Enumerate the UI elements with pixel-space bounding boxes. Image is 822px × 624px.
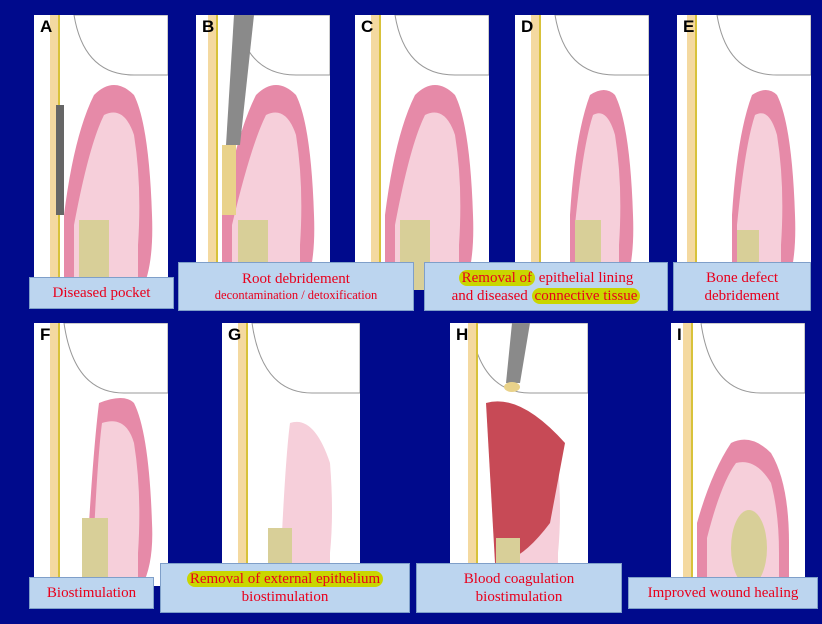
- crown-outline: [701, 323, 805, 393]
- caption-b: Root debridement decontamination / detox…: [178, 262, 414, 311]
- alveolar-bone: [82, 518, 108, 586]
- tooth-root: [50, 323, 58, 586]
- panel-label: C: [361, 17, 373, 37]
- panel-c: C: [355, 15, 489, 290]
- caption-i: Improved wound healing: [628, 577, 818, 609]
- tooth-root: [683, 323, 691, 586]
- crown-outline: [64, 323, 168, 393]
- crown-outline: [395, 15, 489, 75]
- panel-f-illustration: [34, 323, 168, 586]
- crown-outline: [470, 323, 588, 393]
- calculus: [56, 105, 64, 215]
- tooth-root: [238, 323, 246, 586]
- panel-label: H: [456, 325, 468, 345]
- caption-h: Blood coagulation biostimulation: [416, 563, 622, 613]
- caption-d-line1: Removal of epithelial lining: [425, 269, 667, 287]
- caption-a: Diseased pocket: [29, 277, 174, 309]
- crown-outline: [74, 15, 168, 75]
- panel-d-illustration: [515, 15, 649, 290]
- root-surface: [58, 323, 60, 586]
- caption-h-line2: biostimulation: [417, 588, 621, 606]
- caption-i-line1: Improved wound healing: [629, 584, 817, 602]
- tooth-root: [208, 15, 216, 290]
- caption-b-line2: decontamination / detoxification: [179, 288, 413, 303]
- panel-label: D: [521, 17, 533, 37]
- caption-e-line1: Bone defect: [674, 269, 810, 287]
- panel-b: B: [196, 15, 330, 290]
- panel-g: G: [222, 323, 360, 586]
- root-surface: [476, 323, 478, 586]
- root-surface: [691, 323, 693, 586]
- caption-g: Removal of external epithelium biostimul…: [160, 563, 410, 613]
- panel-h-illustration: [450, 323, 588, 586]
- root-surface: [216, 15, 218, 290]
- caption-d-highlight1: Removal of: [459, 270, 535, 286]
- caption-e-line2: debridement: [674, 287, 810, 305]
- panel-h: H: [450, 323, 588, 586]
- laser-tip: [222, 145, 236, 215]
- panel-c-illustration: [355, 15, 489, 290]
- panel-a-illustration: [34, 15, 168, 290]
- caption-f: Biostimulation: [29, 577, 154, 609]
- root-surface: [695, 15, 697, 290]
- caption-e: Bone defect debridement: [673, 262, 811, 311]
- tooth-root: [687, 15, 695, 290]
- panel-i-illustration: [671, 323, 805, 586]
- caption-h-line1: Blood coagulation: [417, 570, 621, 588]
- caption-d-text1: epithelial lining: [535, 270, 633, 286]
- panel-label: B: [202, 17, 214, 37]
- caption-d-text2: and diseased: [452, 288, 532, 304]
- root-surface: [246, 323, 248, 586]
- caption-d-line2: and diseased connective tissue: [425, 287, 667, 305]
- panel-f: F: [34, 323, 168, 586]
- panel-label: G: [228, 325, 241, 345]
- caption-d: Removal of epithelial lining and disease…: [424, 262, 668, 311]
- caption-b-line1: Root debridement: [179, 270, 413, 288]
- tooth-root: [468, 323, 476, 586]
- caption-a-line1: Diseased pocket: [30, 284, 173, 302]
- crown-outline: [717, 15, 811, 75]
- panel-label: E: [683, 17, 694, 37]
- panel-g-illustration: [222, 323, 360, 586]
- panel-i: I: [671, 323, 805, 586]
- panel-e: E: [677, 15, 811, 290]
- crown-outline: [252, 323, 360, 393]
- root-surface: [379, 15, 381, 290]
- root-surface: [539, 15, 541, 290]
- caption-f-line1: Biostimulation: [30, 584, 153, 602]
- caption-g-line2: biostimulation: [161, 588, 409, 606]
- tooth-root: [531, 15, 539, 290]
- panel-e-illustration: [677, 15, 811, 290]
- panel-a: A: [34, 15, 168, 290]
- alveolar-bone: [731, 510, 767, 586]
- panel-b-illustration: [196, 15, 330, 290]
- panel-label: A: [40, 17, 52, 37]
- laser-tip: [504, 382, 520, 392]
- tooth-root: [371, 15, 379, 290]
- caption-d-highlight2: connective tissue: [532, 288, 641, 304]
- panel-label: I: [677, 325, 682, 345]
- panel-label: F: [40, 325, 50, 345]
- crown-outline: [555, 15, 649, 75]
- panel-d: D: [515, 15, 649, 290]
- caption-g-highlight1: Removal of external epithelium: [187, 571, 383, 587]
